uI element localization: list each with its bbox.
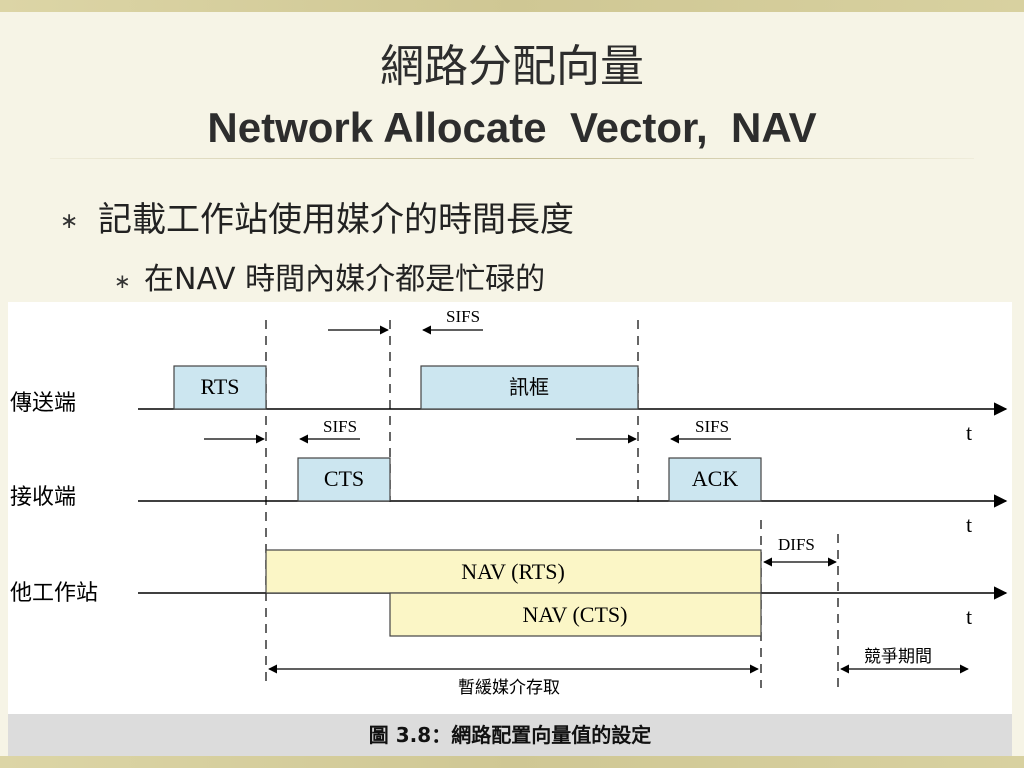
cts-frame-label: CTS xyxy=(324,466,364,491)
top-decor-band xyxy=(0,0,1024,12)
row-label-sender: 傳送端 xyxy=(10,390,76,415)
bullet-level2-text: 在NAV 時間內媒介都是忙碌的 xyxy=(144,262,546,297)
page-title: 網路分配向量 xyxy=(380,41,644,92)
row-label-others: 他工作站 xyxy=(10,580,98,605)
sifs-label: SIFS xyxy=(695,417,729,436)
bullet-marker-icon: ∗ xyxy=(60,209,79,234)
rts-frame xyxy=(173,365,267,410)
ack-frame-label: ACK xyxy=(692,466,739,491)
nav-timing-diagram: 傳送端 接收端 他工作站 t t t RTS 訊框 CTS ACK NAV (R… xyxy=(8,302,1012,714)
nav-cts-bar xyxy=(389,592,762,637)
figure-caption: 圖 3.8：網路配置向量值的設定 xyxy=(8,714,1012,756)
timing-diagram-svg: 傳送端 接收端 他工作站 t t t RTS 訊框 CTS ACK NAV (R… xyxy=(10,307,1008,697)
bottom-decor-band xyxy=(0,756,1024,768)
difs-label: DIFS xyxy=(778,535,815,554)
rts-frame-label: RTS xyxy=(200,374,239,399)
ack-frame xyxy=(668,457,762,502)
bullet-level1-text: 記載工作站使用媒介的時間長度 xyxy=(98,200,574,240)
data-frame-label: 訊框 xyxy=(509,376,549,399)
bullet-level1: ∗ 記載工作站使用媒介的時間長度 xyxy=(60,192,574,241)
time-axis-label: t xyxy=(966,512,972,537)
contention-label: 競爭期間 xyxy=(864,647,932,666)
title-divider xyxy=(50,158,974,159)
time-axis-label: t xyxy=(966,420,972,445)
cts-frame xyxy=(297,457,391,502)
row-label-receiver: 接收端 xyxy=(10,484,76,509)
bullet-level2: ∗ 在NAV 時間內媒介都是忙碌的 xyxy=(114,254,545,298)
data-frame xyxy=(420,365,639,410)
sifs-label: SIFS xyxy=(323,417,357,436)
time-axis-label: t xyxy=(966,604,972,629)
nav-rts-bar xyxy=(265,549,762,594)
defer-label: 暫緩媒介存取 xyxy=(458,678,560,697)
nav-cts-label: NAV (CTS) xyxy=(523,602,628,627)
nav-rts-label: NAV (RTS) xyxy=(461,559,565,584)
page-subtitle: Network Allocate Vector, NAV xyxy=(207,104,817,151)
bullet-marker-icon: ∗ xyxy=(114,268,131,293)
sifs-label: SIFS xyxy=(446,307,480,326)
